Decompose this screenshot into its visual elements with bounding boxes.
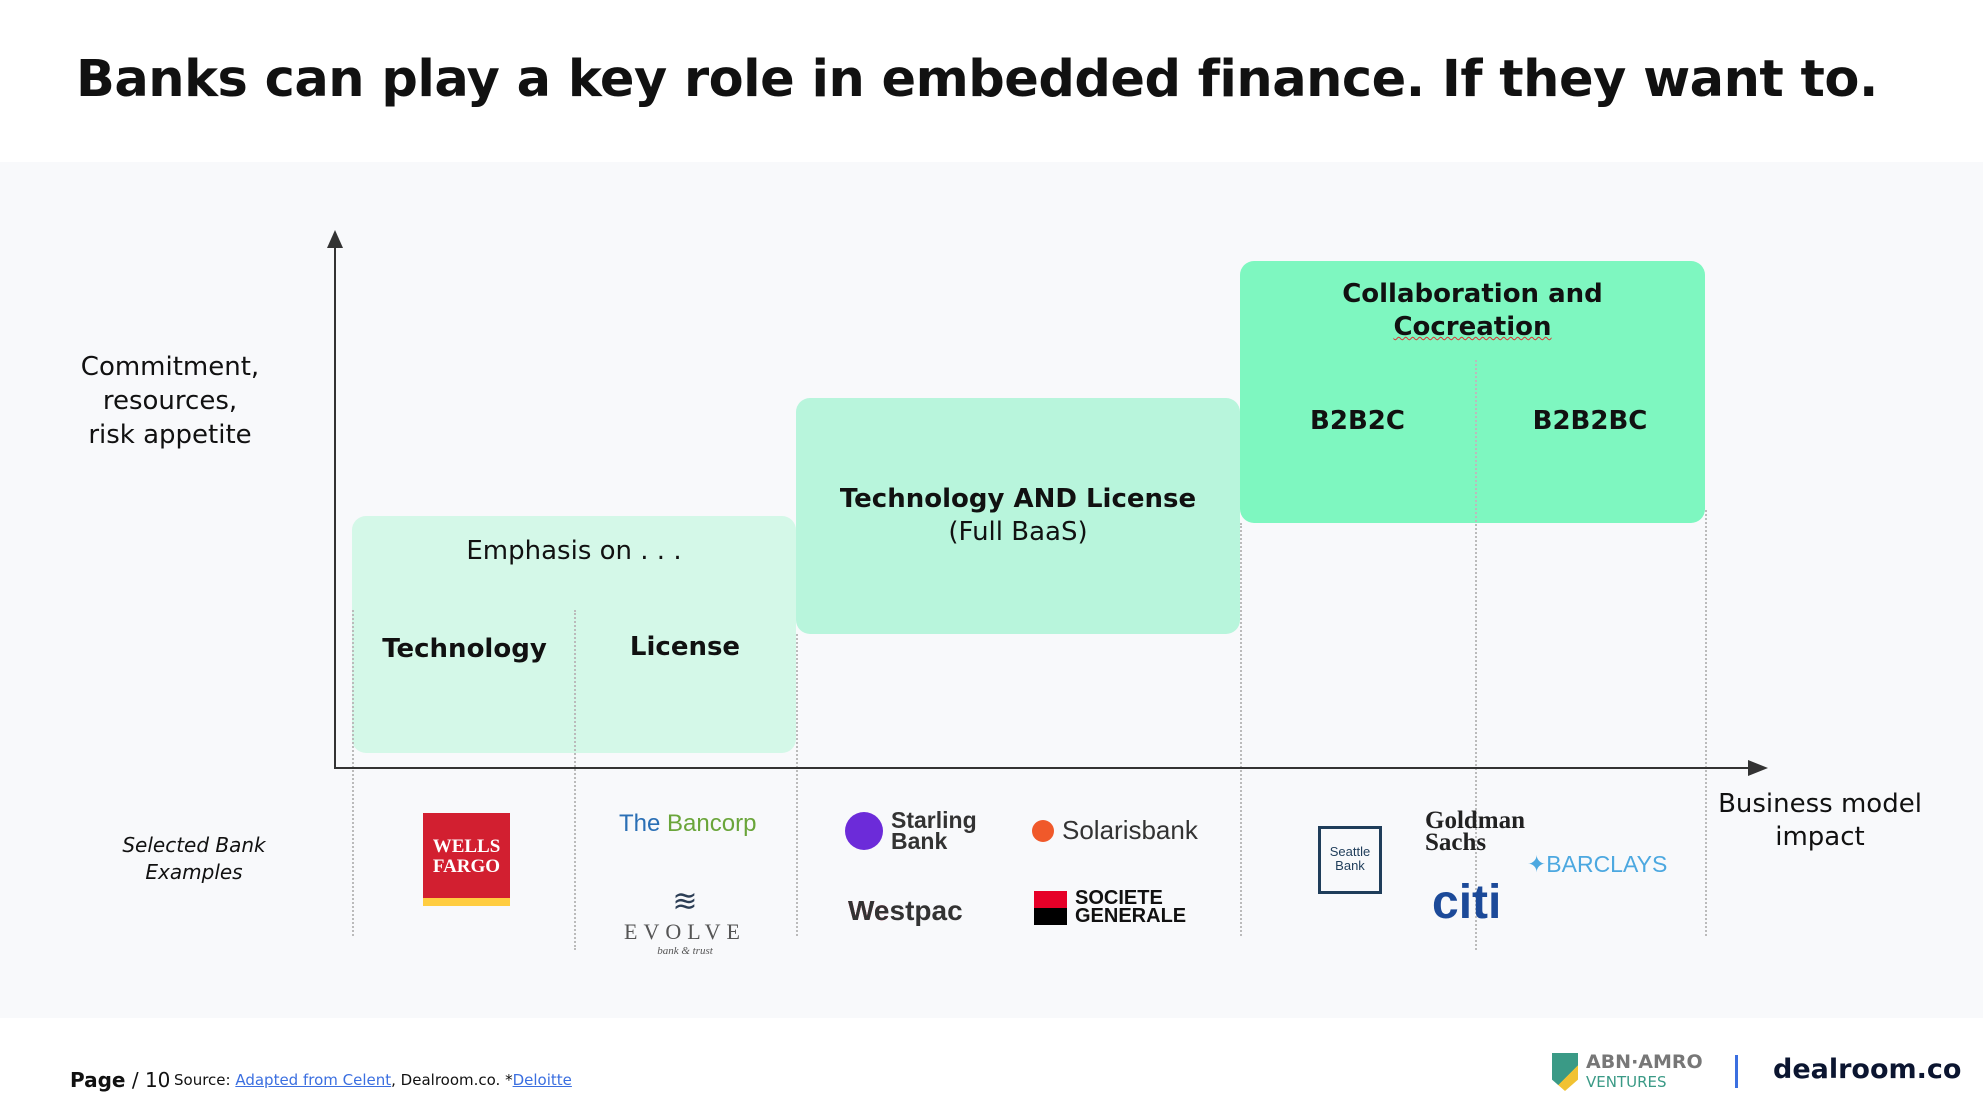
- source-text: , Dealroom.co. *: [391, 1071, 513, 1089]
- examples-label: Selected Bank Examples: [94, 832, 294, 886]
- x-axis-label: Business model impact: [1700, 788, 1940, 854]
- logo-text: Bancorp: [667, 810, 757, 837]
- logo-text: FARGO: [432, 856, 501, 877]
- solarisbank-icon: [1032, 820, 1054, 842]
- logo-text: Bank: [891, 828, 948, 854]
- stage3-b2b2c: B2B2C: [1310, 406, 1405, 436]
- page-sep: /: [125, 1068, 145, 1092]
- stage3-b2b2bc: B2B2BC: [1532, 406, 1648, 436]
- logo-text: SOCIETE: [1075, 887, 1163, 909]
- stage1-license: License: [629, 632, 741, 662]
- y-axis: [334, 240, 336, 769]
- dealroom-logo: dealroom.co: [1773, 1054, 1962, 1085]
- stage1-heading: Emphasis on . . .: [466, 536, 682, 566]
- stage2-heading: Technology AND License: [839, 484, 1197, 514]
- logo-text: GENERALE: [1075, 905, 1187, 927]
- logo-text: BARCLAYS: [1546, 851, 1668, 877]
- y-axis-arrow-icon: [327, 230, 343, 248]
- y-axis-label: Commitment, resources, risk appetite: [10, 350, 330, 452]
- x-axis-label-line: impact: [1775, 822, 1865, 852]
- stage3-box: [1240, 261, 1705, 523]
- societe-generale-icon: [1034, 891, 1067, 925]
- logo-text: ABN·AMRO: [1586, 1051, 1703, 1073]
- divider: [1475, 360, 1477, 950]
- stage3-heading: Collaboration and Cocreation: [1240, 278, 1705, 344]
- bancorp-logo: The Bancorp: [619, 810, 756, 838]
- page-number: 10: [144, 1068, 171, 1092]
- solarisbank-logo: Solarisbank: [1062, 815, 1198, 845]
- logo-text: Bank: [1335, 858, 1365, 873]
- logo-text: Sachs: [1425, 829, 1487, 856]
- y-axis-label-line: Commitment, resources,: [80, 352, 260, 416]
- divider: [574, 610, 576, 950]
- westpac-logo: Westpac: [848, 895, 963, 927]
- eagle-icon: ✦: [1527, 851, 1547, 877]
- page-label: Page: [70, 1068, 126, 1092]
- divider: [796, 634, 798, 936]
- evolve-logo: ≋ EVOLVE bank & trust: [620, 884, 750, 957]
- logo-text: Goldman: [1425, 807, 1526, 834]
- examples-label-line: Examples: [145, 860, 243, 884]
- logo-text: WELLS: [432, 836, 501, 857]
- celent-link[interactable]: Adapted from Celent: [235, 1071, 392, 1089]
- examples-label-line: Selected Bank: [122, 833, 266, 857]
- x-axis-label-line: Business model: [1718, 789, 1922, 819]
- page-indicator: Page / 10: [70, 1068, 170, 1092]
- divider: [1240, 523, 1242, 936]
- barclays-logo: ✦BARCLAYS: [1527, 851, 1667, 878]
- divider: [352, 610, 354, 936]
- page-title: Banks can play a key role in embedded fi…: [76, 50, 1878, 109]
- x-axis-arrow-icon: [1748, 760, 1768, 776]
- footer-divider: [1735, 1055, 1738, 1088]
- logo-text: EVOLVE: [624, 919, 746, 944]
- source-label: Source:: [174, 1071, 236, 1089]
- stage3-heading-line: Collaboration and: [1342, 279, 1603, 309]
- starling-icon: [845, 812, 883, 850]
- divider: [1705, 510, 1707, 936]
- stage2-box: [796, 398, 1240, 634]
- stage1-technology: Technology: [382, 634, 547, 664]
- x-axis: [334, 767, 1754, 769]
- source-note: Source: Adapted from Celent, Dealroom.co…: [174, 1071, 572, 1089]
- citi-logo: citi: [1432, 876, 1502, 929]
- stage3-heading-line: Cocreation: [1393, 312, 1552, 342]
- logo-text: Seattle: [1329, 844, 1371, 859]
- y-axis-label-line: risk appetite: [88, 420, 252, 450]
- logo-text: VENTURES: [1586, 1073, 1667, 1091]
- stage2-sub: (Full BaaS): [948, 517, 1088, 547]
- logo-text: Starling: [891, 807, 977, 833]
- logo-text: Westpac: [848, 895, 963, 926]
- logo-text: bank & trust: [657, 945, 713, 957]
- logo-text: The: [619, 810, 668, 837]
- abn-amro-shield-icon: [1552, 1053, 1578, 1091]
- evolve-mark-icon: ≋: [672, 885, 698, 918]
- deloitte-link[interactable]: Deloitte: [512, 1071, 572, 1089]
